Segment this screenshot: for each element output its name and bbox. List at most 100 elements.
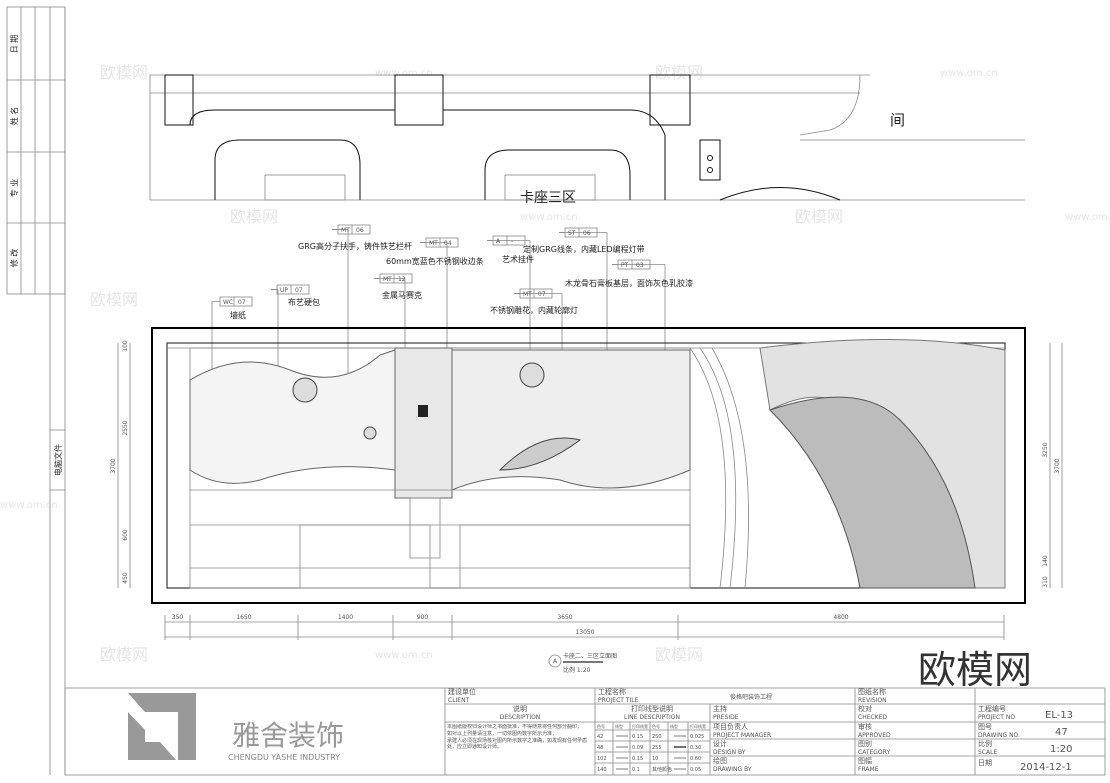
company-logo (128, 693, 196, 760)
dim-segment: 4800 (833, 614, 848, 621)
date-value: 2014-12-1 (1020, 762, 1072, 773)
svg-text:www.om.cn: www.om.cn (0, 500, 58, 511)
line-table-cell: 0.15 (632, 756, 643, 762)
svg-text:欧模网: 欧模网 (90, 290, 138, 309)
callout-code: A (496, 238, 501, 245)
line-table-header: 色号 (597, 723, 605, 729)
dim-left: 100 (122, 340, 129, 352)
company-name: 雅舍装饰 (232, 719, 344, 752)
line-table-cell: 0.1 (632, 767, 640, 773)
svg-text:PROJECT NO: PROJECT NO (978, 714, 1015, 721)
watermarks: 欧模网 www.om.cn 欧模网 www.om.cn 欧模网 www.om.c… (0, 63, 1110, 664)
svg-text:项目负责人: 项目负责人 (713, 722, 748, 731)
dim-left: 450 (122, 572, 129, 584)
project-no: EL-13 (1045, 710, 1073, 721)
callout-text: 布艺硬包 (288, 297, 320, 307)
callout-code: MT (341, 227, 350, 234)
dim-right: 3250 (1042, 442, 1049, 457)
callout-code: PT (621, 262, 629, 269)
callout-number: - (511, 238, 513, 245)
callout-a--: A - 艺术挂件 (487, 235, 534, 390)
svg-text:主持: 主持 (713, 704, 727, 713)
svg-text:欧模网: 欧模网 (100, 63, 148, 82)
callout-code: MT (429, 240, 438, 247)
svg-text:www.om.cn: www.om.cn (375, 68, 433, 79)
svg-text:www.om.cn: www.om.cn (940, 68, 998, 79)
line-table-cell: 42 (597, 734, 603, 740)
elevation-drawing (151, 327, 1026, 604)
callout-text: GRG高分子扶手，铸件铁艺栏杆 (298, 241, 412, 251)
drawing-no: 47 (1055, 727, 1068, 738)
callout-text: 60mm宽蓝色不锈钢收边条 (386, 256, 484, 266)
svg-text:CLIENT: CLIENT (448, 697, 470, 704)
svg-text:FRAME: FRAME (858, 766, 879, 773)
svg-text:www.om.cn: www.om.cn (1065, 212, 1110, 223)
svg-text:说明: 说明 (513, 704, 527, 713)
dim-right: 310 (1042, 576, 1049, 588)
line-table-cell: 140 (597, 767, 607, 773)
svg-text:日期: 日期 (978, 759, 992, 767)
svg-text:图纸名称: 图纸名称 (858, 687, 886, 696)
line-table-cell: 10 (652, 756, 658, 762)
svg-text:DRAWING BY: DRAWING BY (713, 766, 752, 773)
dim-right-total: 3700 (1054, 458, 1061, 473)
plan-room-label: 卡座三区 (520, 190, 576, 206)
callout-text: 金属马赛克 (382, 290, 422, 300)
svg-text:PROJECT TILE: PROJECT TILE (598, 697, 639, 704)
description-notes: 本图纸版权归设计师之书面批准，不得随意将任何部分翻印； 如对以上列量请注意，一切… (447, 724, 587, 750)
strip-label-file: 电脑文件 (53, 444, 63, 476)
company-name-en: CHENGDU YASHE INDUSTRY (228, 753, 340, 762)
callout-number: 07 (238, 299, 246, 306)
svg-text:审核: 审核 (858, 722, 872, 731)
line-table-cell: 0.30 (690, 745, 701, 751)
svg-text:DESIGN BY: DESIGN BY (713, 749, 746, 756)
svg-text:CATEGORY: CATEGORY (858, 749, 890, 756)
svg-text:LINE DESCRIPTION: LINE DESCRIPTION (624, 714, 680, 721)
svg-text:REVISION: REVISION (858, 697, 887, 704)
dim-segment: 900 (417, 614, 429, 621)
svg-text:DESCRIPTION: DESCRIPTION (500, 714, 541, 721)
dim-left: 2550 (122, 420, 129, 435)
dim-right: 140 (1042, 555, 1049, 567)
dim-segment: 1650 (236, 614, 251, 621)
scale-value: 1:20 (1050, 744, 1072, 755)
callout-text: 艺术挂件 (502, 254, 534, 264)
callout-code: ST (568, 230, 576, 237)
svg-text:DRAWING NO.: DRAWING NO. (978, 732, 1020, 739)
description-note: 如对以上列量请注意，一切依图内数字所示为准； (447, 731, 558, 737)
line-table-cell: 255 (652, 745, 662, 751)
svg-text:设计: 设计 (713, 739, 727, 748)
strip-label-discipline: 专 业 (9, 179, 19, 198)
callout-number: 07 (538, 291, 546, 298)
watermark-logo-large: 欧模网 (918, 648, 1032, 692)
svg-text:图别: 图别 (858, 739, 872, 748)
line-table-cell: 其他颜色 (652, 766, 672, 773)
title-marker: A (553, 658, 558, 665)
line-table-cell: 0.09 (632, 745, 643, 751)
drawing-title: A 卡座二、三区立面图 比例 1:20 (548, 652, 617, 674)
title-block: 雅舍装饰 CHENGDU YASHE INDUSTRY 建设单位 CLIENT … (64, 687, 1106, 776)
drawing-scale: 比例 1:20 (563, 666, 591, 674)
strip-label-date: 日 期 (10, 35, 19, 54)
line-table-row: 102 0.15 10 0.60 (597, 756, 701, 762)
callout-code: MT (383, 276, 392, 283)
callout-number: 04 (444, 240, 452, 247)
callout-text: 定制GRG线条，内藏LED编程灯带 (523, 244, 645, 254)
line-table-cell: 0.60 (690, 756, 701, 762)
line-table-cell: 0.025 (690, 734, 704, 740)
plan-side-label: 间 (890, 111, 905, 129)
callout-code: UP (280, 287, 288, 294)
callout-number: 03 (636, 262, 644, 269)
line-table-cell: 102 (597, 756, 607, 762)
svg-text:欧模网: 欧模网 (655, 645, 703, 664)
callout-text: 不锈钢雕花，内藏轮廓灯 (490, 305, 578, 315)
line-table-cell: 250 (652, 734, 662, 740)
callout-number: 06 (356, 227, 364, 234)
dim-segment: 350 (172, 614, 184, 621)
